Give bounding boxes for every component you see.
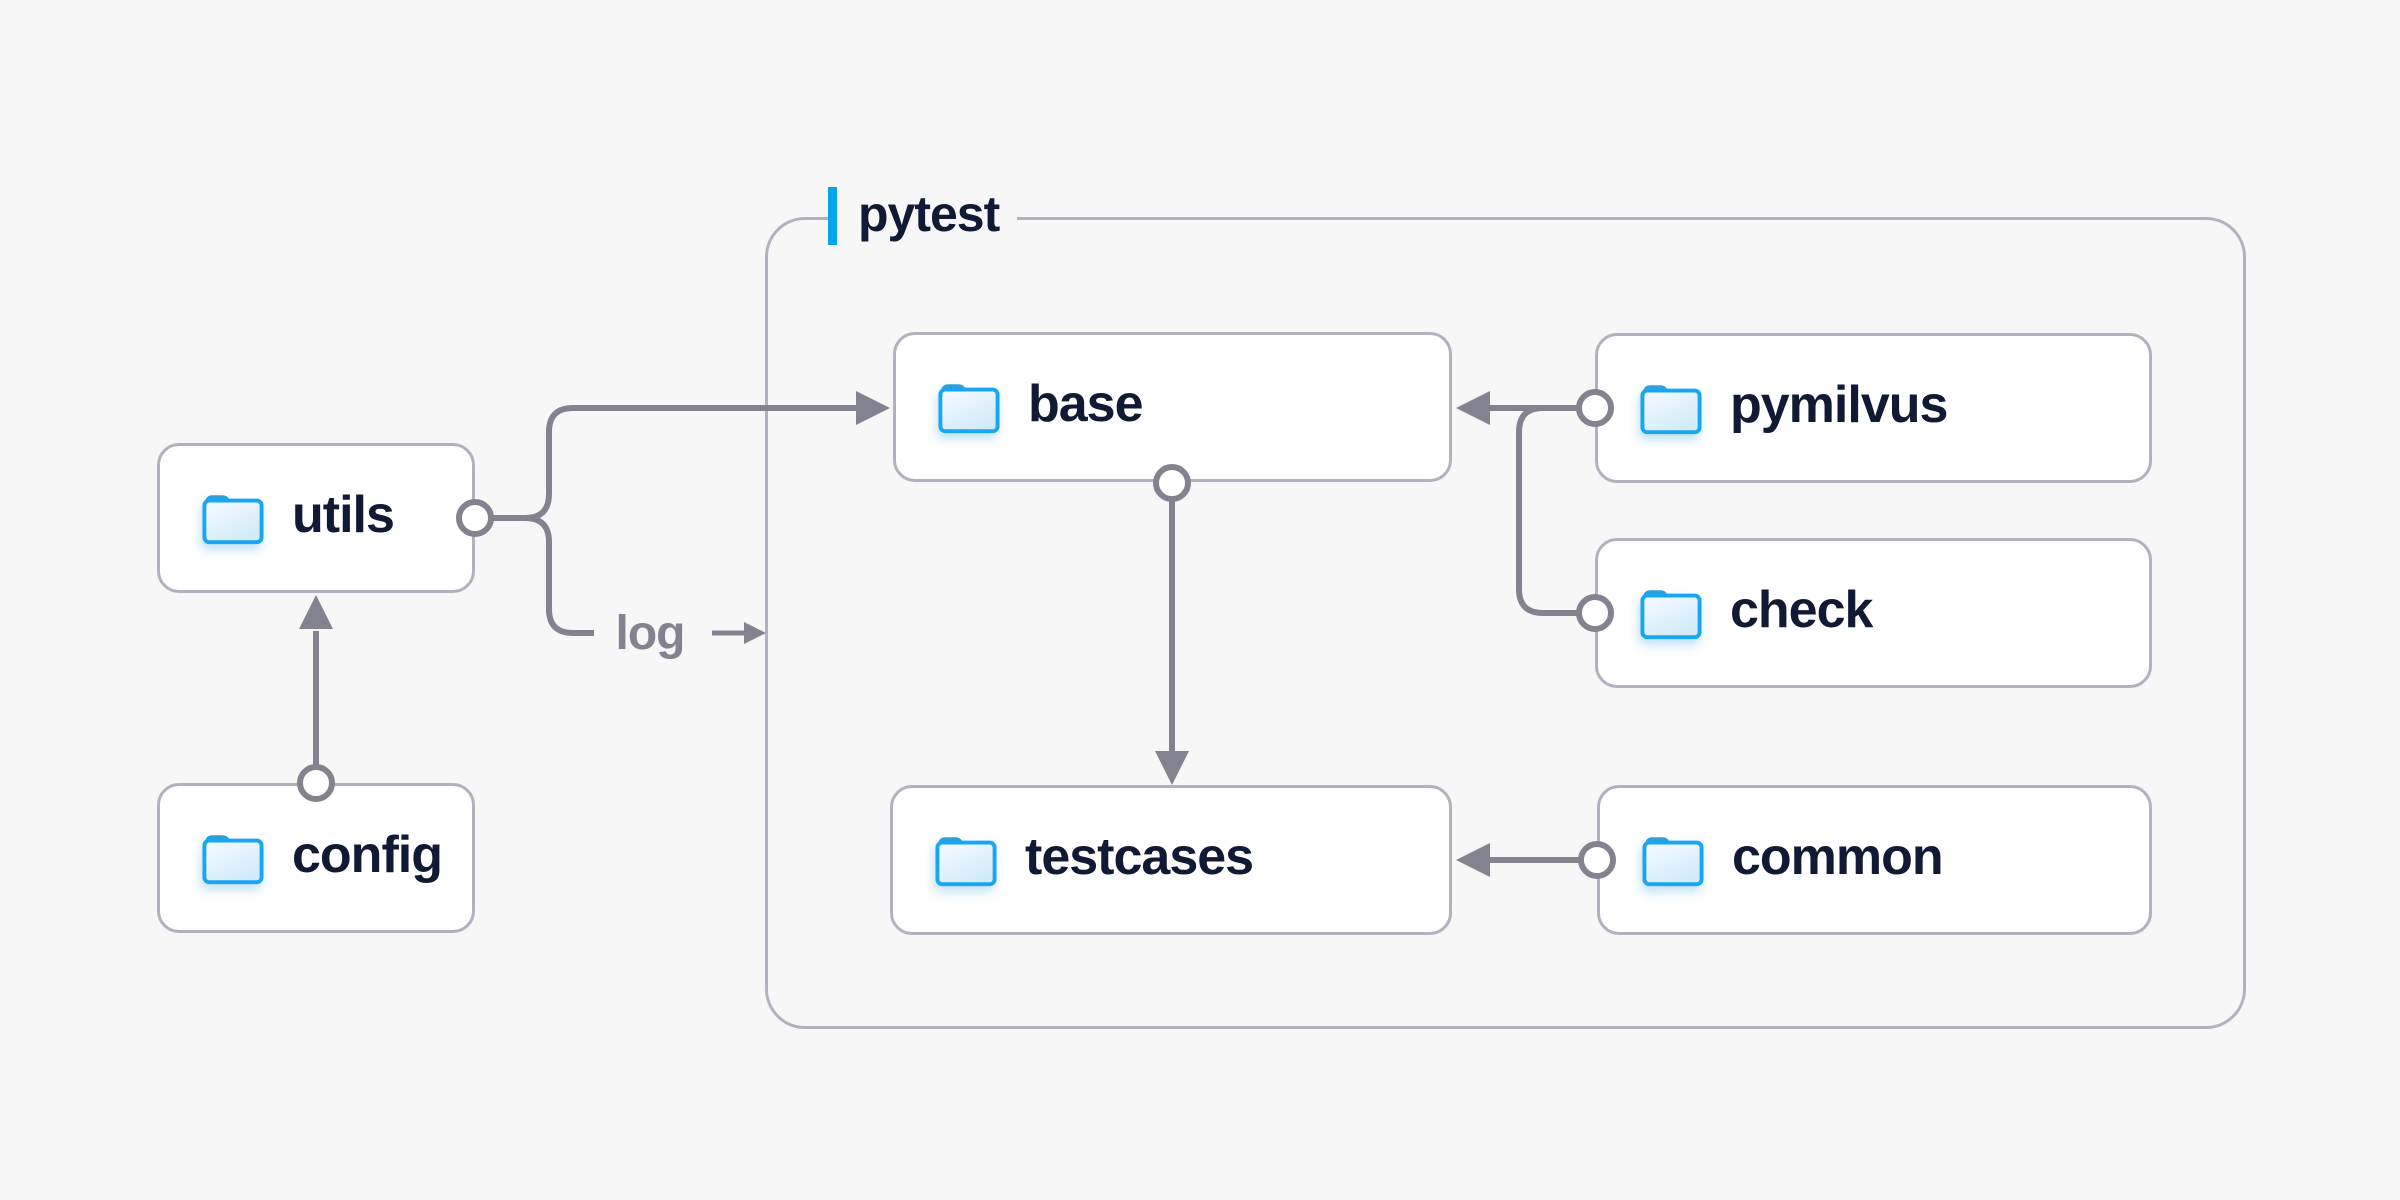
folder-icon <box>1640 384 1702 434</box>
node-label-common: common <box>1732 828 1944 886</box>
node-label-check: check <box>1730 581 1873 639</box>
node-testcases: testcases <box>890 785 1452 935</box>
folder-icon <box>1642 836 1704 886</box>
node-check: check <box>1595 538 2152 688</box>
node-label-config: config <box>292 826 443 884</box>
edge-utils-log <box>524 515 594 636</box>
node-utils: utils <box>157 443 475 593</box>
log-edge-label: log <box>615 606 686 660</box>
folder-icon <box>1640 589 1702 639</box>
node-label-pymilvus: pymilvus <box>1730 376 1948 434</box>
node-label-utils: utils <box>292 486 395 544</box>
arrowhead-log <box>744 622 766 644</box>
pytest-group-frame <box>765 217 2246 1029</box>
pytest-group-title: pytest <box>858 186 1000 242</box>
folder-icon <box>202 834 264 884</box>
node-pymilvus: pymilvus <box>1595 333 2152 483</box>
node-common: common <box>1597 785 2152 935</box>
folder-icon <box>935 836 997 886</box>
folder-icon <box>202 494 264 544</box>
node-config: config <box>157 783 475 933</box>
node-label-testcases: testcases <box>1025 828 1254 886</box>
node-label-base: base <box>1028 375 1144 433</box>
arrowhead-into-utils <box>299 595 333 629</box>
accent-bar-icon <box>828 187 837 245</box>
folder-icon <box>938 383 1000 433</box>
node-base: base <box>893 332 1452 482</box>
pytest-group-label: pytest <box>828 184 1018 248</box>
